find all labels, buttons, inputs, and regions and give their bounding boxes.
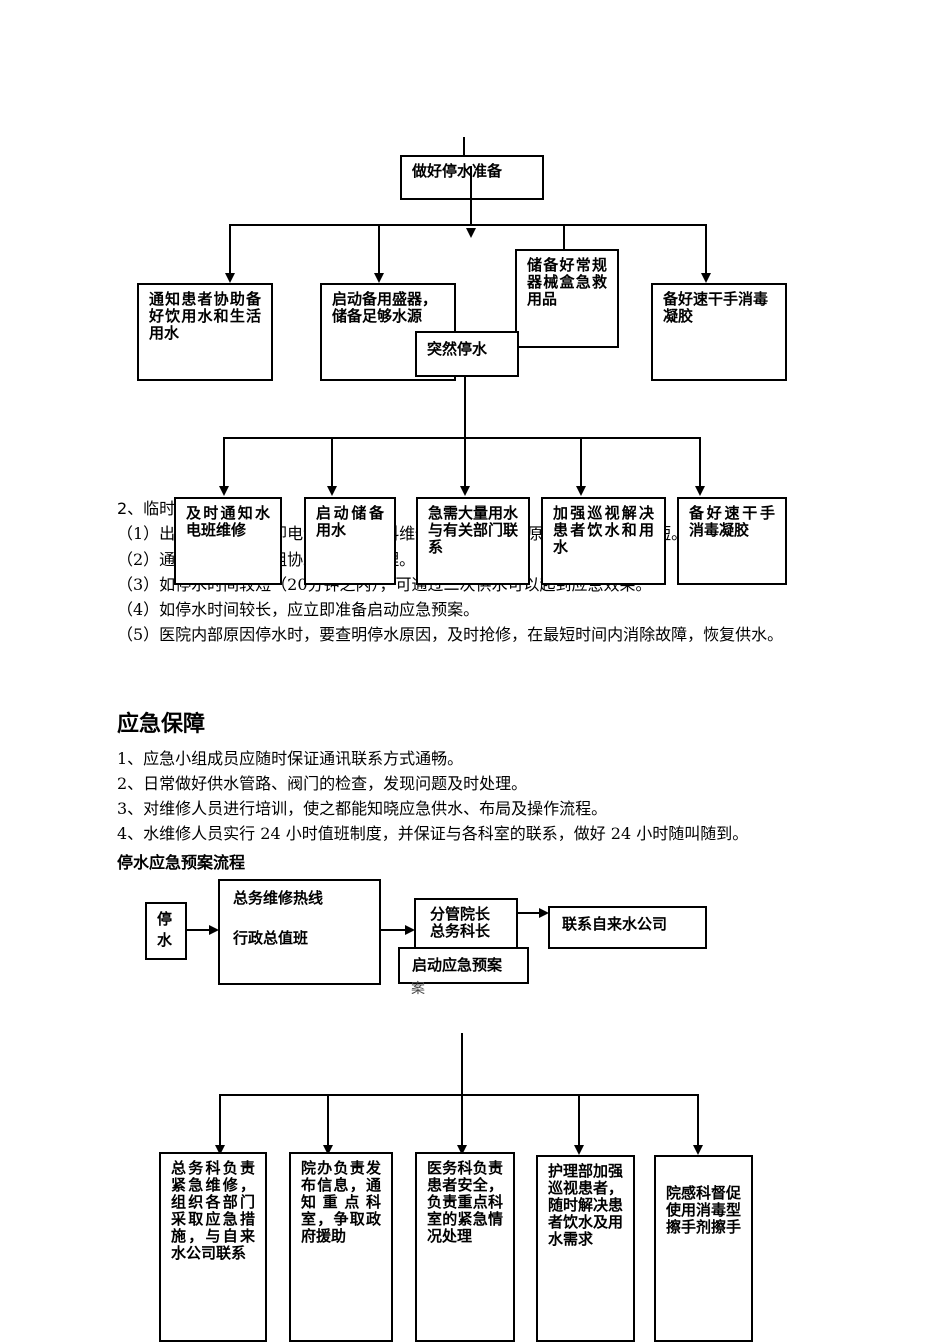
connector-line [219,1094,699,1096]
flow-box-nursing: 护理部加强巡视患者，随时解决患者饮水及用水需求 [536,1155,635,1342]
flow-box-notify-patients: 通知患者协助备好饮用水和生活用水 [137,283,273,381]
connector-line [461,1094,463,1146]
connector-line [331,437,333,487]
flow-box-leaders: 分管院长总务科长 [414,898,518,950]
flow-box-hand-sanitizer: 备好速干手消毒凝胶 [651,283,787,381]
hotline-label: 总务维修热线 [233,889,324,907]
flow-box-medical-kit: 储备好常规器械盒急救用品 [515,249,619,348]
connector-line [705,224,707,274]
paragraph-line: 4、水维修人员实行 24 小时值班制度，并保证与各科室的联系，做好 24 小时随… [117,824,749,843]
arrow-down-icon [695,486,705,496]
flow-box-logistics: 总务科负责紧急维修，组织各部门采取应急措施，与自来水公司联系 [159,1152,267,1342]
connector-line [578,1094,580,1146]
arrow-down-icon [374,273,384,283]
flow-box-infection: 院感科督促使用消毒型擦手剂擦手 [654,1155,753,1342]
connector-line [563,224,565,250]
connector-line [461,1033,463,1095]
flow-box-office: 院办负责发布信息，通知重点科室，争取政府援助 [289,1152,393,1342]
duty-label: 行政总值班 [233,929,309,947]
connector-line [470,166,472,226]
arrow-down-icon [215,1145,225,1155]
paragraph-line: （4）如停水时间较长，应立即准备启动应急预案。 [117,600,480,619]
flowchart-title: 停水应急预案流程 [117,853,246,872]
flow-box-hand-sanitizer-2: 备好速干手消毒凝胶 [677,497,787,585]
section-heading: 应急保障 [117,712,206,737]
flow-box-start-plan: 启动应急预案 [398,947,529,984]
connector-line [378,224,380,274]
connector-line [223,437,225,487]
connector-line [464,437,466,487]
arrow-right-icon [209,925,219,935]
connector-line [187,929,209,931]
arrow-down-icon [576,486,586,496]
arrow-down-icon [460,486,470,496]
connector-line [580,437,582,487]
arrow-right-icon [539,908,549,918]
paragraph-line: 1、应急小组成员应随时保证通讯联系方式通畅。 [117,749,464,768]
overflow-text: 案 [411,981,425,997]
flow-box-contact-water-company: 联系自来水公司 [548,906,707,949]
arrow-down-icon [466,228,476,238]
connector-line [327,1094,329,1146]
paragraph-line: 3、对维修人员进行培训，使之都能知晓应急供水、布局及操作流程。 [117,799,608,818]
connector-line [223,437,701,439]
flow-box-contact-dept: 急需大量用水与有关部门联系 [416,497,530,585]
paragraph-line: （5）医院内部原因停水时，要查明停水原因，及时抢修，在最短时间内消除故障，恢复供… [117,625,784,644]
arrow-down-icon [701,273,711,283]
arrow-right-icon [405,925,415,935]
flow-box-patrol: 加强巡视解决患者饮水和用水 [541,497,666,585]
flow-box-sudden-outage: 突然停水 [415,331,519,377]
arrow-down-icon [693,1145,703,1155]
flow-box-notify-repair: 及时通知水电班维修 [174,497,282,585]
connector-line [463,137,465,155]
flow-box-medical: 医务科负责患者安全，负责重点科室的紧急情况处理 [415,1152,515,1342]
flow-box-prepare: 做好停水准备 [400,155,544,200]
arrow-down-icon [225,273,235,283]
flow-box-outage: 停水 [145,902,187,960]
connector-line [697,1094,699,1146]
connector-line [219,1094,221,1146]
arrow-down-icon [574,1145,584,1155]
arrow-down-icon [323,1145,333,1155]
connector-line [699,437,701,487]
arrow-down-icon [457,1145,467,1155]
connector-line [381,929,406,931]
arrow-down-icon [219,486,229,496]
flow-box-hotline: 总务维修热线 行政总值班 [218,879,381,985]
connector-line [229,224,707,226]
connector-line [229,224,231,274]
paragraph-line: 2、日常做好供水管路、阀门的检查，发现问题及时处理。 [117,774,528,793]
connector-line [464,377,466,439]
connector-line [518,912,540,914]
arrow-down-icon [327,486,337,496]
flow-box-backup-water: 启动储备用水 [304,497,396,585]
